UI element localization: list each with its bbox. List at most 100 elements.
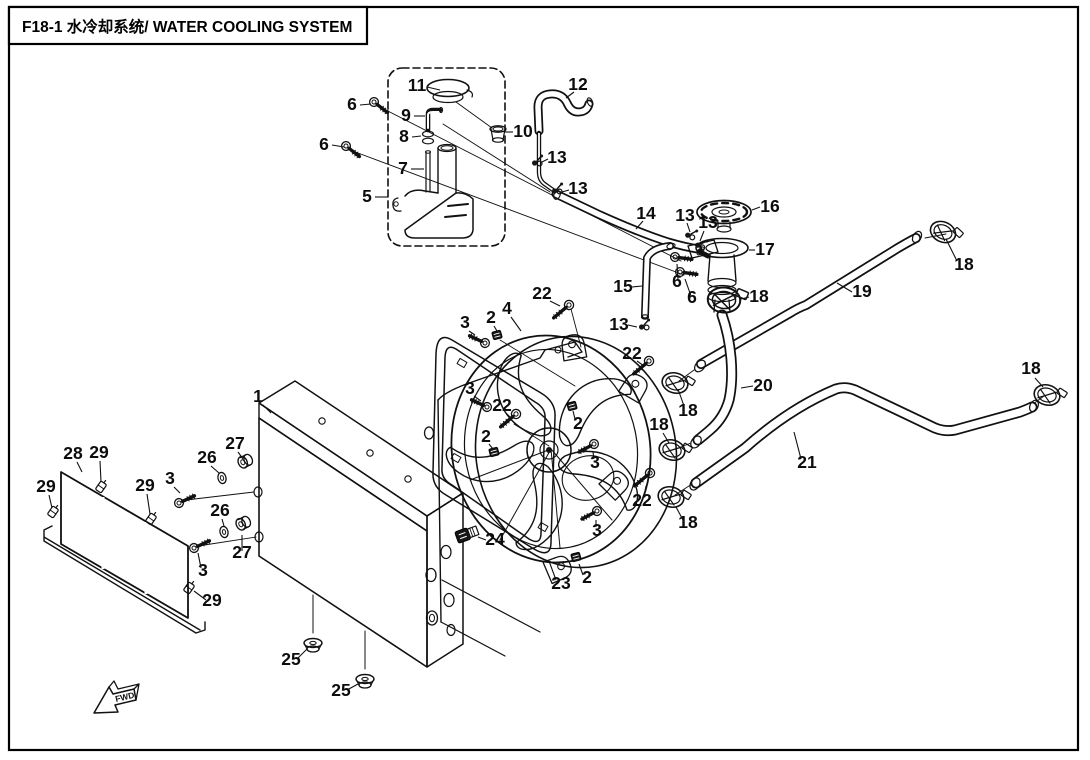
leader-line [210,465,220,474]
fasteners [454,296,659,563]
part-number-label: 5 [362,186,372,206]
part-number-label: 3 [165,468,175,488]
tank-filler-neck [437,143,457,194]
part-number-label: 3 [590,452,600,472]
part-number-label: 6 [687,287,697,307]
grille-frame-rail [43,525,206,634]
part-number-label: 14 [636,203,656,223]
part-number-label: 20 [753,375,773,395]
part-number-label: 23 [551,573,571,593]
cap-bushing [489,125,507,143]
part-number-label: 3 [465,378,475,398]
leader-line [631,285,643,288]
hose-group-top [531,89,710,331]
leader-line [346,683,359,691]
leader-line [684,278,692,297]
part-number-label: 6 [319,134,329,154]
part-number-label: 13 [675,205,695,225]
part-number-label: 13 [547,147,567,167]
leader-line [473,395,482,402]
part-number-label: 11 [408,75,427,95]
part-number-label: 21 [797,452,817,472]
part-number-label: 16 [760,196,780,216]
part-number-label: 18 [954,254,974,274]
hose-group-right [655,216,1070,513]
part-number-label: 18 [1021,358,1041,378]
nut [491,329,503,341]
leader-line [99,460,102,483]
part-number-label: 10 [513,121,533,141]
tank-boundary-box [387,67,506,247]
thermo-sensor [454,525,480,544]
part-number-label: 28 [63,443,83,463]
leader-line [477,536,487,541]
page-title: F18-1 水冷却系统/ WATER COOLING SYSTEM [22,17,352,36]
leader-line [740,385,754,389]
leader-line [76,461,83,473]
leader-line [635,220,644,230]
part-number-label: 3 [198,560,208,580]
leader-line [426,86,441,91]
leader-line [510,316,522,332]
part-number-label: 3 [592,520,602,540]
leader-line [146,493,151,515]
leader-line [173,486,181,494]
part-number-label: 6 [672,271,682,291]
fan-frame [432,336,556,554]
leader-line [359,103,372,106]
part-number-label: 29 [135,475,155,495]
leader-line [262,404,272,414]
part-number-label: 24 [485,529,505,549]
part-number-label: 22 [492,395,512,415]
leader-line [686,222,691,233]
leader-line [197,552,202,569]
vent-elbow-fitting [425,106,444,133]
part-number-label: 22 [632,490,652,510]
leader-line [627,324,638,328]
part-number-label: 13 [698,212,718,232]
part-number-label: 17 [755,239,774,259]
leader-line [221,518,225,527]
part-number-label: 2 [486,307,496,327]
radiator-core [258,417,428,668]
part-number-label: 2 [573,413,583,433]
part-number-label: 27 [232,542,251,562]
leader-line [677,388,685,407]
leader-line [493,325,498,332]
fwd-label: FWD [114,690,135,704]
part-number-label: 29 [89,442,109,462]
leader-line [836,282,853,293]
leader-line [48,494,53,509]
part-number-label: 3 [460,312,470,332]
page-border [7,5,1080,752]
leader-line [578,563,584,576]
radiator-cap [696,199,752,233]
part-number-label: 8 [399,126,409,146]
fwd-arrow: FWD [93,680,140,714]
leader-line [193,590,207,601]
part-number-label: 29 [202,590,222,610]
neck-bracket [687,239,719,259]
leader-line [541,158,549,163]
part-number-label: 26 [210,500,230,520]
part-number-label: 2 [481,426,491,446]
leader-line [565,91,575,99]
fan-assembly [445,331,678,586]
siphon-tube [425,150,431,193]
leader-line [468,330,476,336]
radiator-pipe-bosses [423,426,439,626]
part-number-label: 22 [622,343,642,363]
part-number-label: 26 [197,447,217,467]
nut [570,551,582,563]
tank-cap [426,78,474,104]
nut [566,400,578,412]
part-number-label: 29 [36,476,56,496]
leader-line [675,506,684,521]
leader-line [699,230,705,242]
leader-line [488,443,494,450]
radiator [253,380,464,689]
leader-line [561,189,570,193]
leader-line [237,451,244,460]
part-number-label: 4 [502,298,512,318]
